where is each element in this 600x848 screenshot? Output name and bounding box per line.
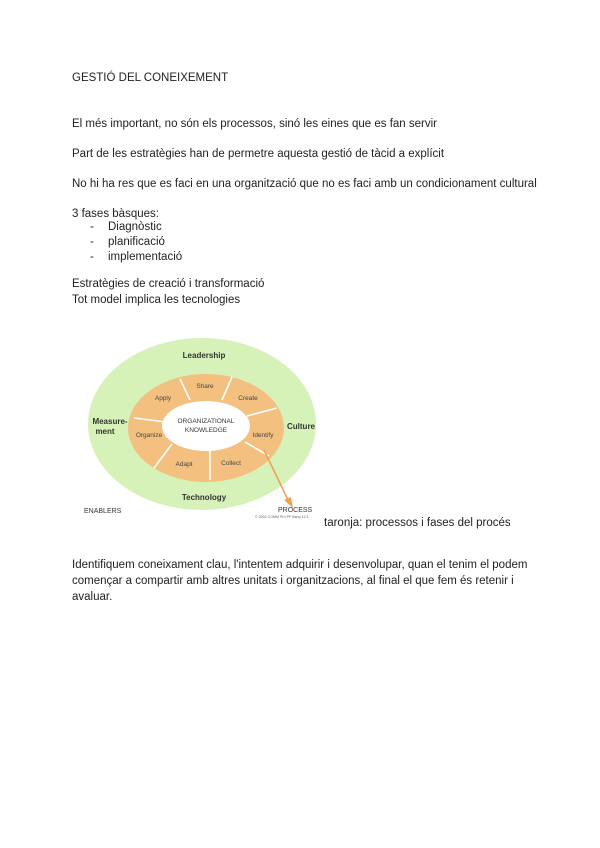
step-apply: Apply bbox=[155, 395, 172, 402]
technologies-line: Tot model implica les tecnologies bbox=[72, 294, 241, 306]
step-identify: Identify bbox=[253, 432, 275, 439]
process-dividers bbox=[133, 376, 278, 480]
enabler-measurement-line1: Measure- bbox=[92, 417, 127, 426]
step-adapt: Adapt bbox=[176, 461, 193, 468]
process-label: PROCESS bbox=[278, 507, 313, 514]
step-organize: Organize bbox=[136, 432, 163, 439]
text-line-culture: No hi ha res que es faci en una organitz… bbox=[72, 178, 537, 190]
bullet-dash: - bbox=[90, 236, 94, 248]
enabler-measurement-line2: ment bbox=[95, 427, 114, 436]
text-line-strategies: Part de les estratègies han de permetre … bbox=[72, 148, 445, 160]
enabler-technology: Technology bbox=[182, 493, 227, 502]
bullet-dash: - bbox=[90, 251, 94, 263]
copyright-note: © 2002 COMM Pro PF Barry 12:1 bbox=[255, 515, 309, 519]
bullet-dash: - bbox=[90, 221, 94, 233]
knowledge-management-diagram: ORGANIZATIONAL KNOWLEDGE Share Create Id… bbox=[72, 320, 324, 527]
organizational-knowledge-core bbox=[162, 401, 250, 451]
diagram-caption: taronja: processos i fases del procés bbox=[324, 517, 511, 529]
closing-paragraph: Identifiquem coneixament clau, l'intente… bbox=[72, 559, 528, 603]
step-create: Create bbox=[238, 395, 258, 402]
center-line-1: ORGANIZATIONAL bbox=[178, 418, 235, 425]
list-item-label: implementació bbox=[108, 251, 183, 263]
enablers-label: ENABLERS bbox=[84, 508, 122, 515]
text-line-tools: El més important, no són els processos, … bbox=[72, 118, 437, 130]
list-item-label: Diagnòstic bbox=[108, 221, 162, 233]
page-title: GESTIÓ DEL CONEIXEMENT bbox=[72, 72, 229, 84]
phases-heading: 3 fases bàsques: bbox=[72, 208, 159, 220]
step-collect: Collect bbox=[221, 460, 241, 467]
process-arrow bbox=[263, 449, 293, 508]
step-share: Share bbox=[196, 383, 214, 390]
list-item-label: planificació bbox=[108, 236, 165, 248]
enabler-leadership: Leadership bbox=[183, 351, 226, 360]
strategies-line: Estratègies de creació i transformació bbox=[72, 278, 265, 290]
enabler-culture: Culture bbox=[287, 422, 316, 431]
center-line-2: KNOWLEDGE bbox=[185, 427, 228, 434]
